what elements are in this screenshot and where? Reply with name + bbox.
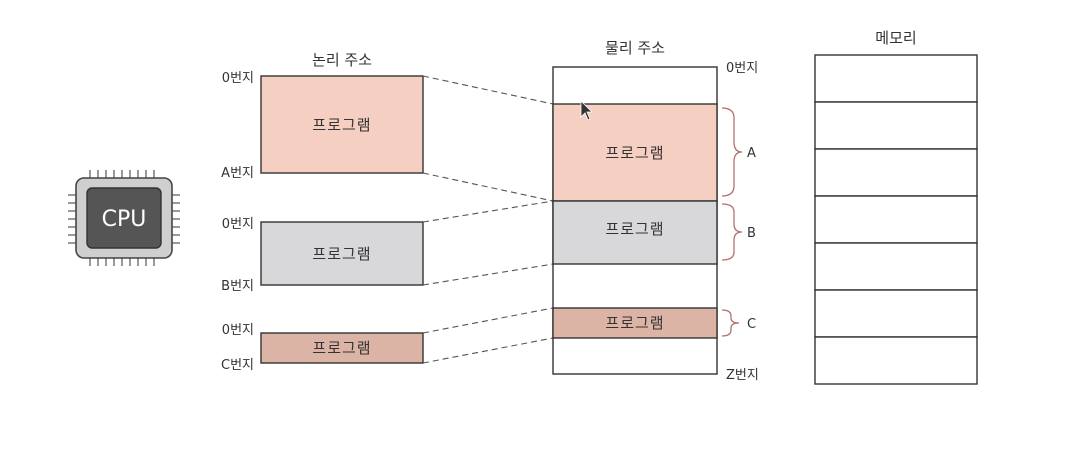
memory-row [814,148,978,197]
cpu-chip-icon: CPU [68,170,180,266]
map-line-b-top [422,200,554,223]
logical-c-start-label: 0번지 [222,323,254,338]
brace-c-label: C [747,317,756,332]
physical-end-label: Z번지 [726,368,759,383]
logical-program-a [260,75,424,174]
map-line-a-top [422,75,554,105]
physical-program-a [552,103,718,202]
memory-row [814,101,978,150]
cpu-pins-right [172,194,180,244]
memory-block [814,54,978,385]
cpu-pins-bottom [89,258,155,266]
logical-a-start-label: 0번지 [222,71,254,86]
cpu-core [86,187,162,249]
physical-program-c [552,307,718,339]
logical-program-c-label: 프로그램 [312,339,371,357]
brace-a: A [721,107,756,197]
logical-c-end-label: C번지 [221,358,254,373]
physical-program-b [552,200,718,265]
brace-a-label: A [747,146,756,161]
cpu-pins-left [68,194,76,244]
map-line-c-top [422,307,554,334]
physical-start-label: 0번지 [726,61,758,76]
logical-block-c: 프로그램 0번지 C번지 [221,323,424,373]
map-line-c-bottom [422,337,554,364]
brace-b: B [721,203,756,261]
logical-block-a: 프로그램 0번지 A번지 [221,71,424,181]
physical-address-title: 물리 주소 [605,39,665,57]
memory-row [814,195,978,244]
brace-c: C [721,309,756,337]
mapping-lines [422,75,554,364]
logical-a-end-label: A번지 [221,166,254,181]
physical-program-b-label: 프로그램 [605,220,664,238]
logical-program-b-label: 프로그램 [312,245,371,263]
memory-row [814,289,978,338]
brace-b-icon [721,203,743,261]
memory-row [814,54,978,103]
memory-row [814,242,978,291]
logical-b-end-label: B번지 [221,279,254,294]
map-line-a-bottom [422,172,554,202]
physical-program-a-label: 프로그램 [605,144,664,162]
brace-b-label: B [747,226,756,241]
memory-row [814,336,978,385]
brace-a-icon [721,107,743,197]
logical-program-b [260,221,424,286]
logical-program-c [260,332,424,364]
logical-block-b: 프로그램 0번지 B번지 [221,217,424,294]
logical-program-a-label: 프로그램 [312,116,371,134]
logical-address-title: 논리 주소 [312,51,372,69]
brace-c-icon [721,309,740,337]
memory-title: 메모리 [875,29,916,47]
cpu-label: CPU [102,207,147,232]
mouse-cursor-icon [580,100,593,121]
physical-program-c-label: 프로그램 [605,314,664,332]
physical-address-space: 프로그램 프로그램 프로그램 [552,66,718,375]
logical-b-start-label: 0번지 [222,217,254,232]
cpu-pins-top [89,170,155,178]
map-line-b-bottom [422,263,554,286]
